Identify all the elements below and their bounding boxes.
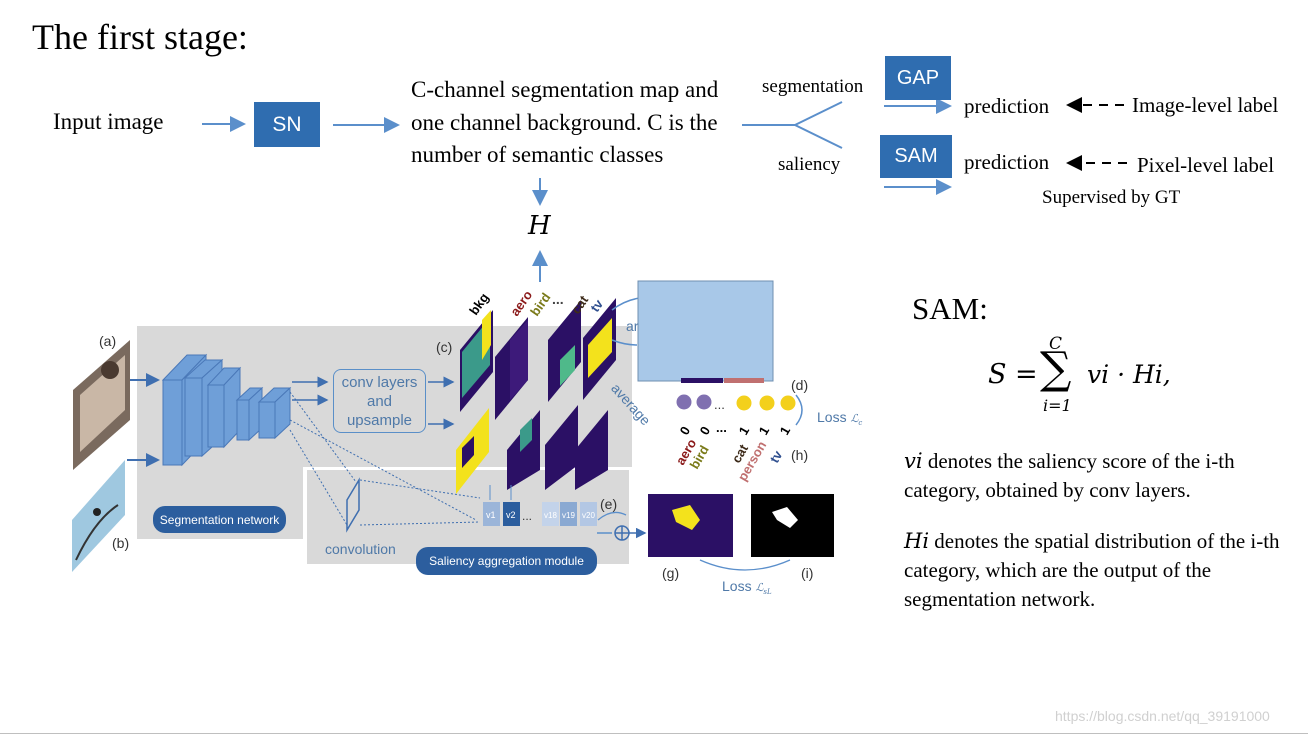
input-photo-a bbox=[73, 340, 130, 470]
convolution-kernel bbox=[346, 477, 360, 533]
slide-title: The first stage: bbox=[32, 17, 248, 57]
h-desc-symbol: Hi bbox=[904, 529, 930, 553]
formula-eq: = bbox=[1015, 359, 1038, 390]
h-symbol: H bbox=[528, 211, 551, 241]
segmentation-map-text: C-channel segmentation map and one chann… bbox=[411, 77, 719, 167]
svg-text:...: ... bbox=[522, 509, 532, 523]
label-i: (i) bbox=[801, 565, 814, 581]
formula-body: vi · Hi, bbox=[1087, 360, 1171, 389]
sn-box: SN bbox=[254, 102, 320, 147]
svg-text:v19: v19 bbox=[562, 511, 575, 520]
input-photo-b bbox=[72, 460, 125, 572]
ar-label: ar bbox=[626, 318, 639, 334]
formula-s: S bbox=[988, 359, 1007, 390]
image-placeholder bbox=[637, 280, 774, 382]
formula-bottom: i=1 bbox=[1043, 396, 1072, 415]
label-d: (d) bbox=[791, 377, 809, 393]
label-g: (g) bbox=[662, 565, 680, 581]
svg-text:...: ... bbox=[714, 397, 725, 412]
branch-segmentation-label: segmentation bbox=[762, 76, 864, 97]
output-map-i bbox=[751, 494, 834, 557]
svg-text:v20: v20 bbox=[582, 511, 595, 520]
class-top-tv: tv bbox=[587, 296, 606, 315]
loss-c-label: Loss ℒc bbox=[817, 409, 863, 428]
label-a: (a) bbox=[99, 333, 117, 349]
conv-layers-box: conv layers and upsample bbox=[333, 369, 426, 433]
prediction-top: prediction bbox=[964, 94, 1050, 118]
v-desc-symbol: vi bbox=[904, 449, 923, 473]
v-desc-text: denotes the saliency score of the i-th c… bbox=[904, 449, 1235, 502]
feature-maps-bottom bbox=[456, 405, 608, 494]
svg-text:...: ... bbox=[552, 291, 564, 307]
formula-top: C bbox=[1049, 334, 1063, 354]
svg-text:0: 0 bbox=[677, 424, 694, 438]
branch-saliency-label: saliency bbox=[778, 154, 841, 175]
label-e: (e) bbox=[600, 496, 618, 512]
label-c: (c) bbox=[436, 339, 453, 355]
svg-text:v1: v1 bbox=[486, 510, 496, 520]
sam-heading: SAM: bbox=[912, 291, 988, 326]
svg-text:v2: v2 bbox=[506, 510, 516, 520]
svg-text:v18: v18 bbox=[544, 511, 557, 520]
supervised-text: Supervised by GT bbox=[1042, 187, 1181, 208]
segmentation-network-pill: Segmentation network bbox=[153, 506, 286, 533]
prediction-bottom: prediction bbox=[964, 150, 1050, 174]
class-bottom-tv: tv bbox=[767, 447, 786, 465]
v-blocks: v1 v2 v18 v19 v20 ... bbox=[483, 502, 597, 526]
loss-s-label: Loss ℒsL bbox=[722, 578, 772, 597]
pixel-level-label: Pixel-level label bbox=[1137, 153, 1275, 177]
svg-text:1: 1 bbox=[736, 424, 753, 438]
score-values: 0 0 ... 1 1 1 bbox=[677, 420, 794, 438]
formula-sum: ∑ bbox=[1040, 343, 1072, 394]
score-dots: ... bbox=[676, 394, 796, 412]
branch-down bbox=[794, 124, 843, 149]
h-description: Hi denotes the spatial distribution of t… bbox=[904, 527, 1296, 614]
label-b: (b) bbox=[112, 535, 130, 551]
svg-text:0: 0 bbox=[697, 424, 714, 438]
v-description: vi denotes the saliency score of the i-t… bbox=[904, 447, 1296, 505]
slide-bottom-border bbox=[0, 733, 1308, 734]
saliency-module-pill: Saliency aggregation module bbox=[416, 547, 597, 575]
svg-text:...: ... bbox=[716, 420, 727, 435]
svg-text:1: 1 bbox=[777, 424, 794, 438]
feature-maps-top bbox=[460, 298, 616, 420]
svg-text:1: 1 bbox=[756, 424, 773, 438]
input-image-label: Input image bbox=[53, 109, 164, 134]
conv-layers-text: conv layers and upsample bbox=[341, 373, 418, 429]
cnn-blocks bbox=[161, 353, 292, 467]
gap-box: GAP bbox=[885, 56, 951, 100]
image-level-label: Image-level label bbox=[1132, 93, 1279, 117]
branch-up bbox=[794, 101, 843, 126]
watermark: https://blog.csdn.net/qq_39191000 bbox=[1055, 708, 1270, 724]
output-map-g bbox=[648, 494, 733, 557]
convolution-label: convolution bbox=[325, 541, 396, 557]
sam-formula: S = C ∑ i=1 vi · Hi, bbox=[988, 332, 1188, 422]
sam-box: SAM bbox=[880, 135, 952, 178]
h-desc-text: denotes the spatial distribution of the … bbox=[904, 529, 1280, 611]
label-h: (h) bbox=[791, 447, 809, 463]
